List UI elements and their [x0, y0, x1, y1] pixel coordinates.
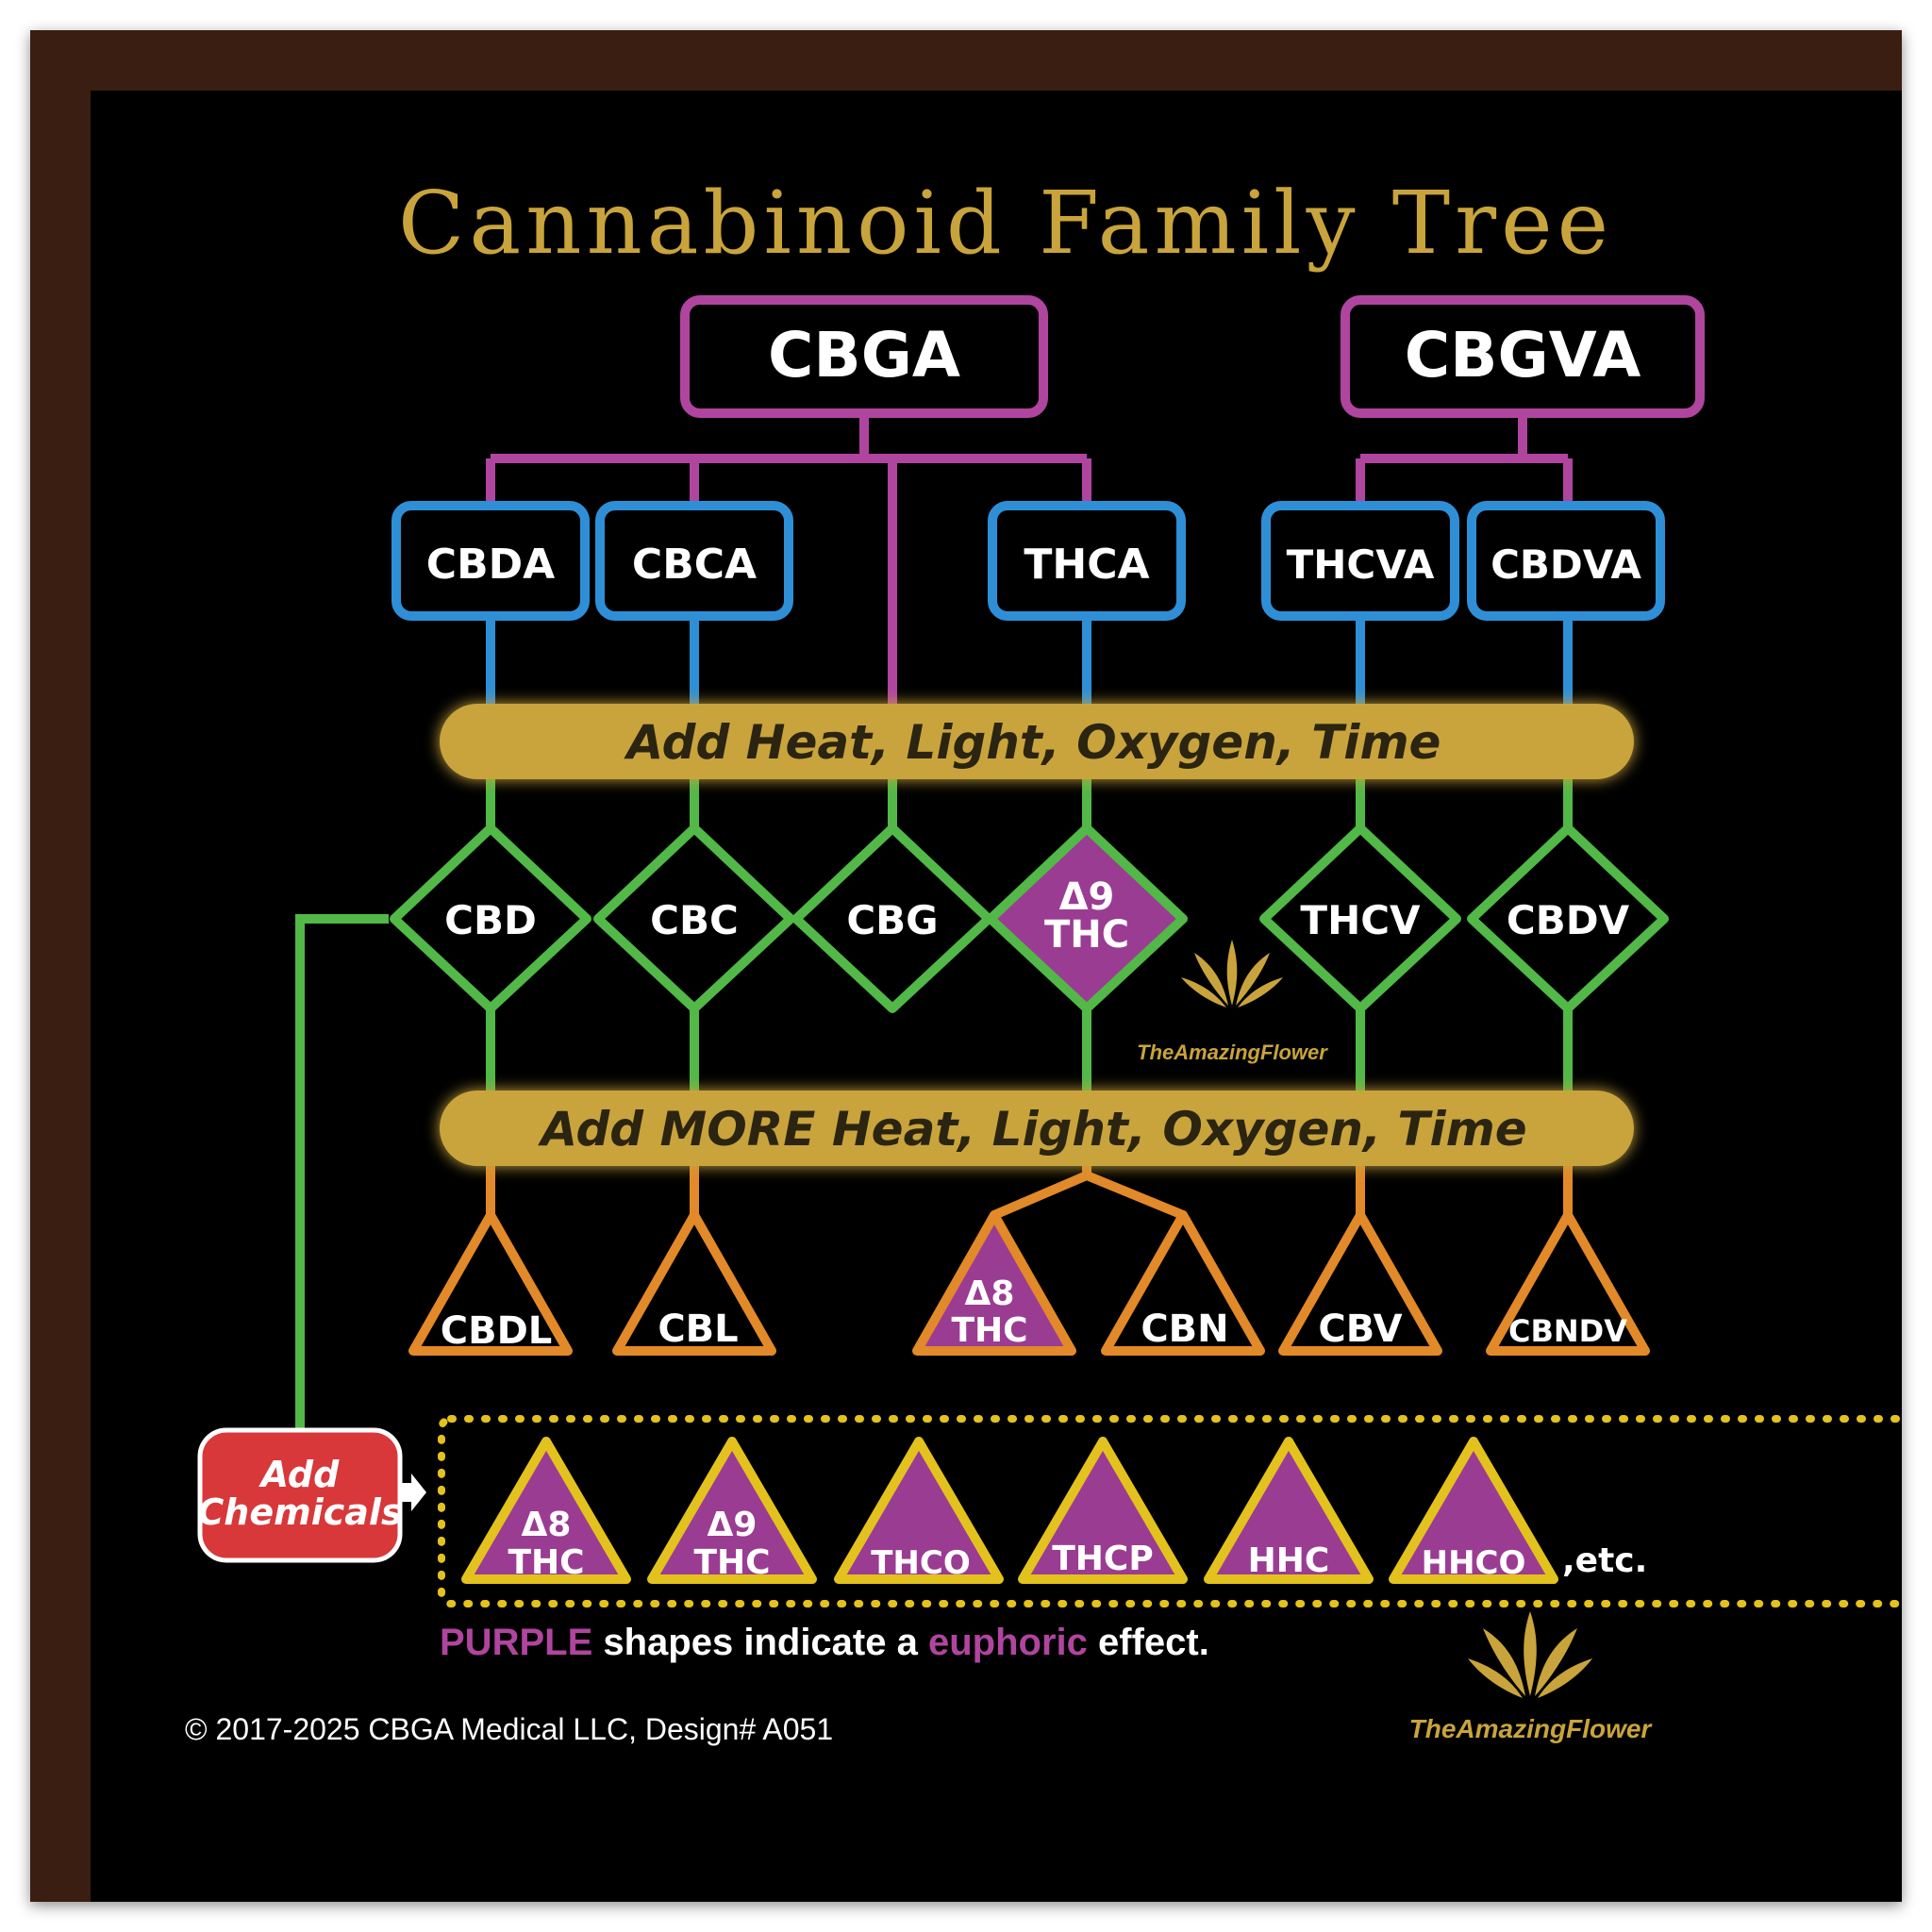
cbv-triangle: CBV: [1278, 1210, 1442, 1356]
d9-thc-label-2: THC: [1044, 913, 1129, 957]
cbn-label: CBN: [1141, 1307, 1228, 1351]
cbn-triangle: CBN: [1101, 1210, 1265, 1356]
cbdv-label: CBDV: [1507, 897, 1630, 943]
hhc-triangle: HHC: [1204, 1437, 1374, 1584]
neutral-connectors: [295, 779, 1573, 1445]
heat-band: Add Heat, Light, Oxygen, Time: [440, 704, 1634, 779]
cbga-box: CBGA: [680, 295, 1048, 418]
d9-thc-label-1: Δ9: [1059, 875, 1115, 919]
thcva-box: THCVA: [1261, 501, 1459, 621]
legend-purple-word: PURPLE: [440, 1622, 592, 1663]
arrow-right-icon: [402, 1474, 426, 1511]
diagram: Cannabinoid Family Tree CBGA CBGVA CBDA …: [185, 173, 1902, 1746]
cbda-label: CBDA: [426, 541, 555, 589]
add-chemicals-label-2: Chemicals: [197, 1491, 402, 1533]
cbg-label: CBG: [846, 897, 938, 943]
copyright-text: © 2017-2025 CBGA Medical LLC, Design# A0…: [185, 1712, 833, 1746]
d8-thc-label-1: Δ8: [965, 1274, 1015, 1313]
hhco-label: HHCO: [1422, 1544, 1526, 1582]
cbca-box: CBCA: [595, 501, 793, 621]
d9-thc-diamond: Δ9 THC: [986, 824, 1188, 1013]
acid-connectors: [486, 614, 1573, 704]
cbc-label: CBC: [650, 897, 739, 943]
cbdva-box: CBDVA: [1467, 501, 1665, 621]
thcv-diamond: THCV: [1259, 824, 1461, 1013]
cbda-box: CBDA: [391, 501, 590, 621]
wood-frame: Cannabinoid Family Tree CBGA CBGVA CBDA …: [30, 30, 1902, 1902]
legend-mid-text: shapes indicate a: [603, 1622, 918, 1663]
cbdv-diamond: CBDV: [1467, 824, 1669, 1013]
brand-logo-large: TheAmazingFlower: [1409, 1611, 1654, 1743]
hhc-label: HHC: [1248, 1541, 1330, 1580]
cbca-label: CBCA: [632, 541, 757, 589]
thca-box: THCA: [988, 501, 1186, 621]
synthetic-d8-thc-triangle: Δ8 THC: [461, 1437, 631, 1584]
d8-thc-triangle: Δ8 THC: [912, 1210, 1076, 1356]
heat-band-label: Add Heat, Light, Oxygen, Time: [624, 715, 1441, 770]
legend-end-text: effect.: [1098, 1622, 1209, 1663]
etc-label: ,etc.: [1562, 1541, 1647, 1580]
cbdva-label: CBDVA: [1491, 541, 1641, 588]
cbgva-label: CBGVA: [1405, 319, 1641, 391]
thco-triangle: THCO: [834, 1437, 1004, 1584]
cbl-label: CBL: [658, 1307, 738, 1351]
more-heat-band-label: Add MORE Heat, Light, Oxygen, Time: [537, 1102, 1526, 1157]
synthetic-d9-label-2: THC: [693, 1543, 770, 1582]
thcva-label: THCVA: [1287, 541, 1435, 588]
synthetic-group-border: [438, 1415, 1902, 1607]
thcp-label: THCP: [1052, 1540, 1154, 1578]
thca-label: THCA: [1024, 541, 1149, 589]
hhco-triangle: HHCO: [1389, 1437, 1558, 1584]
d8-thc-label-2: THC: [951, 1311, 1027, 1350]
degraded-connectors: [486, 1166, 1573, 1220]
cbndv-triangle: CBNDV: [1486, 1210, 1650, 1356]
cbdl-label: CBDL: [441, 1309, 553, 1353]
synthetic-d9-label-1: Δ9: [708, 1506, 758, 1544]
thcp-triangle: THCP: [1018, 1437, 1188, 1584]
synthetic-d8-label-1: Δ8: [522, 1506, 572, 1544]
cbgva-box: CBGVA: [1341, 295, 1705, 418]
add-chemicals-label-1: Add: [258, 1454, 340, 1495]
cbd-diamond: CBD: [390, 824, 591, 1013]
cbdl-triangle: CBDL: [408, 1210, 573, 1356]
cbl-triangle: CBL: [612, 1210, 776, 1356]
cbv-label: CBV: [1318, 1307, 1402, 1351]
more-heat-band: Add MORE Heat, Light, Oxygen, Time: [440, 1091, 1634, 1166]
page-title: Cannabinoid Family Tree: [398, 173, 1613, 274]
root-connectors: [486, 411, 1573, 704]
synthetic-d8-label-2: THC: [508, 1543, 584, 1582]
legend-euphoric-word: euphoric: [928, 1622, 1088, 1663]
brand-logo-large-text: TheAmazingFlower: [1409, 1714, 1654, 1743]
poster-board: Cannabinoid Family Tree CBGA CBGVA CBDA …: [91, 91, 1902, 1902]
cbc-diamond: CBC: [593, 824, 795, 1013]
thcv-label: THCV: [1300, 897, 1421, 943]
cbga-label: CBGA: [768, 319, 960, 391]
brand-logo-small: TheAmazingFlower: [1137, 940, 1328, 1064]
cbndv-label: CBNDV: [1508, 1313, 1627, 1349]
euphoric-legend: PURPLE shapes indicate a euphoric effect…: [440, 1622, 1209, 1663]
add-chemicals-button[interactable]: Add Chemicals: [197, 1427, 403, 1563]
thco-label: THCO: [871, 1544, 971, 1582]
synthetic-d9-thc-triangle: Δ9 THC: [647, 1437, 817, 1584]
cbd-label: CBD: [444, 897, 537, 943]
brand-logo-small-text: TheAmazingFlower: [1137, 1041, 1328, 1064]
cbg-diamond: CBG: [791, 824, 993, 1013]
